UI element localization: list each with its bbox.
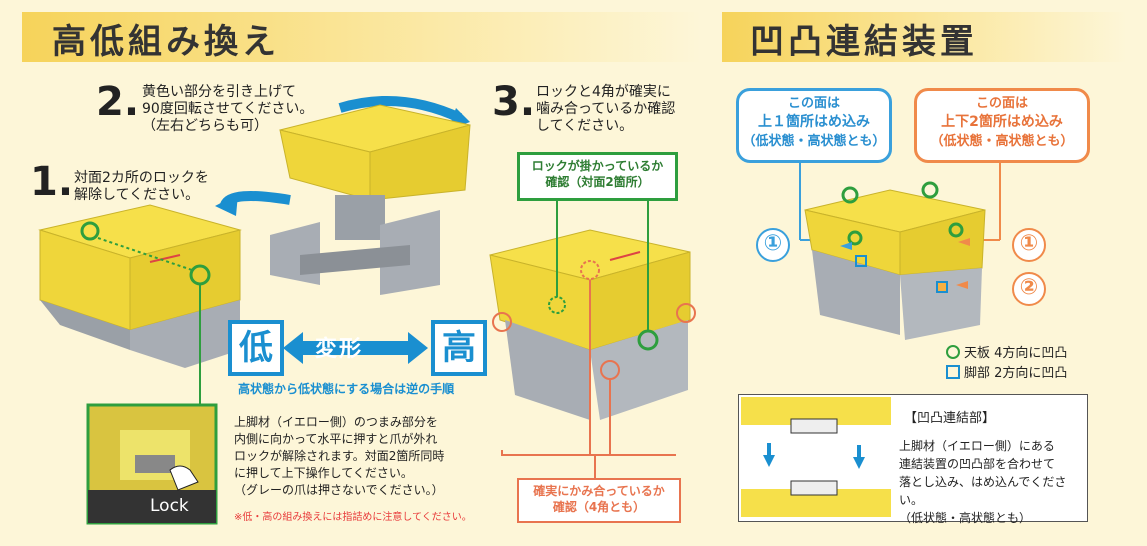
marker-one-left: ① xyxy=(756,228,790,262)
instruction-line: 内側に向かって水平に押すと爪が外れ xyxy=(234,432,438,446)
callout-blue-line: 上１箇所はめ込み xyxy=(758,114,870,130)
step1-text: 対面2カ所のロックを 解除してください。 xyxy=(74,170,209,204)
high-state-box: 高 xyxy=(431,320,487,376)
step3-line: 噛み合っているか確認 xyxy=(536,101,676,117)
joint-line: 落とし込み、はめ込んでください。 xyxy=(899,475,1067,507)
step3-number: 3. xyxy=(492,79,536,125)
left-header-bar xyxy=(22,12,702,62)
mesh-check-line: 確認（4角とも） xyxy=(552,500,646,514)
step2-number: 2. xyxy=(96,79,140,125)
step2-text: 黄色い部分を引き上げて 90度回転させてください。 （左右どちらも可） xyxy=(142,84,313,135)
legend-top: 天板 4方向に凹凸 xyxy=(946,342,1067,361)
down-arrow-icon xyxy=(853,445,865,469)
marker-two-right: ② xyxy=(1012,272,1046,306)
stool-low-image xyxy=(38,204,242,405)
mesh-check-box: 確実にかみ合っているか 確認（4角とも） xyxy=(517,478,681,523)
lock-closeup-image xyxy=(86,403,218,525)
step2-line: （左右どちらも可） xyxy=(142,118,268,134)
joint-detail-box: 【凹凸連結部】 上脚材（イエロー側）にある 連結装置の凹凸部を合わせて 落とし込… xyxy=(738,394,1088,525)
stool-joint-image xyxy=(804,181,986,340)
finger-warning: ※低・高の組み換えには指詰めに注意してください。 xyxy=(234,512,472,523)
right-header-bar xyxy=(722,12,1127,62)
instruction-line: に押して上下操作してください。 xyxy=(234,466,413,480)
hand-icon xyxy=(169,465,199,491)
transform-arrow-icon xyxy=(283,332,428,364)
stool-high-image xyxy=(489,200,696,455)
step1-line: 解除してください。 xyxy=(74,187,200,203)
callout-orange-line: この面は xyxy=(975,96,1028,111)
left-title: 高低組み換え xyxy=(52,22,280,62)
joint-line: 上脚材（イエロー側）にある xyxy=(899,439,1055,453)
lock-label: Lock xyxy=(150,496,189,516)
callout-blue-line: （低状態・高状態とも） xyxy=(742,134,886,149)
joint-title: 【凹凸連結部】 xyxy=(904,411,996,426)
lock-instructions: 上脚材（イエロー側）のつまみ部分を 内側に向かって水平に押すと爪が外れ ロックが… xyxy=(234,414,444,499)
right-title: 凹凸連結装置 xyxy=(750,22,978,62)
marker-one-right: ① xyxy=(1012,228,1046,262)
callout-two-point: この面は 上下2箇所はめ込み （低状態・高状態とも） xyxy=(914,88,1090,163)
instruction-line: ロックが解除されます。対面2箇所同時 xyxy=(234,449,445,463)
callout-orange-line: （低状態・高状態とも） xyxy=(930,134,1074,149)
step2-line: 黄色い部分を引き上げて xyxy=(142,84,296,100)
step3-text: ロックと4角が確実に 噛み合っているか確認 してください。 xyxy=(536,84,675,135)
step2-line: 90度回転させてください。 xyxy=(142,101,314,117)
callout-blue-line: この面は xyxy=(787,96,840,111)
joint-line: 連結装置の凹凸部を合わせて xyxy=(899,457,1056,471)
legend-circle-icon xyxy=(946,344,960,359)
lock-check-line: 確認（対面2箇所） xyxy=(545,175,650,189)
joint-line: （低状態・高状態とも） xyxy=(899,511,1032,525)
rotate-arrow-top-icon xyxy=(338,95,463,123)
stool-rotating-image xyxy=(270,104,471,295)
callout-orange-line: 上下2箇所はめ込み xyxy=(941,114,1063,130)
mesh-check-line: 確実にかみ合っているか xyxy=(533,484,665,498)
lock-check-box: ロックが掛かっているか 確認（対面2箇所） xyxy=(517,152,678,201)
mesh-check-connector xyxy=(501,450,676,478)
joint-text: 上脚材（イエロー側）にある 連結装置の凹凸部を合わせて 落とし込み、はめ込んでく… xyxy=(899,437,1087,527)
legend-leg-text: 脚部 2方向に凹凸 xyxy=(964,366,1068,381)
transform-label: 変形 xyxy=(315,337,364,362)
legend-leg: 脚部 2方向に凹凸 xyxy=(946,362,1067,381)
step3-line: ロックと4角が確実に xyxy=(536,84,671,100)
left-illustrations xyxy=(38,95,696,525)
step1-number: 1. xyxy=(30,159,74,205)
lock-check-line: ロックが掛かっているか xyxy=(531,159,664,173)
right-stool-illustration xyxy=(799,160,1001,340)
step1-line: 対面2カ所のロックを xyxy=(74,170,209,186)
instruction-line: 上脚材（イエロー側）のつまみ部分を xyxy=(234,415,438,429)
legend-square-icon xyxy=(946,364,960,379)
up-arrow-icon xyxy=(763,443,775,467)
reverse-note: 高状態から低状態にする場合は逆の手順 xyxy=(238,382,455,396)
joint-diagram xyxy=(741,397,891,517)
callout-one-point: この面は 上１箇所はめ込み （低状態・高状態とも） xyxy=(736,88,892,163)
step3-line: してください。 xyxy=(536,118,634,134)
legend-top-text: 天板 4方向に凹凸 xyxy=(964,346,1068,361)
instruction-line: （グレーの爪は押さないでください。） xyxy=(234,483,444,497)
low-state-box: 低 xyxy=(228,320,284,376)
